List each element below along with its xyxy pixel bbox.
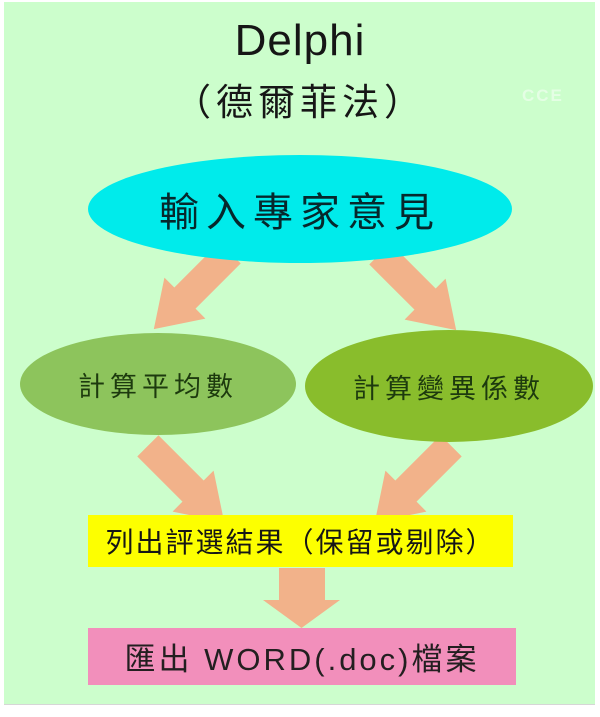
node-cv-label: 計算變異係數: [353, 373, 545, 404]
watermark-text: CCE: [522, 86, 564, 105]
node-export-word-file: 匯出 WORD(.doc)檔案: [88, 628, 516, 685]
page-subtitle: （德爾菲法）: [174, 83, 426, 124]
node-input-expert-opinions: 輸入專家意見: [88, 155, 512, 263]
arrow-down-right-icon: [359, 233, 476, 350]
node-mean-label: 計算平均數: [78, 371, 238, 402]
arrow-down-left-icon: [133, 232, 250, 349]
node-input-label: 輸入專家意見: [159, 190, 441, 235]
node-calculate-variation-coefficient: 計算變異係數: [305, 330, 593, 442]
node-results-label: 列出評選結果（保留或剔除）: [105, 528, 496, 559]
arrow-down-right-icon: [127, 425, 244, 542]
node-calculate-mean: 計算平均數: [20, 333, 296, 435]
page-title: Delphi: [234, 16, 366, 65]
node-list-evaluation-results: 列出評選結果（保留或剔除）: [88, 515, 513, 567]
node-export-label: 匯出 WORD(.doc)檔案: [124, 642, 480, 677]
arrow-down-left-icon: [354, 425, 471, 542]
arrow-down-icon: [263, 568, 340, 628]
